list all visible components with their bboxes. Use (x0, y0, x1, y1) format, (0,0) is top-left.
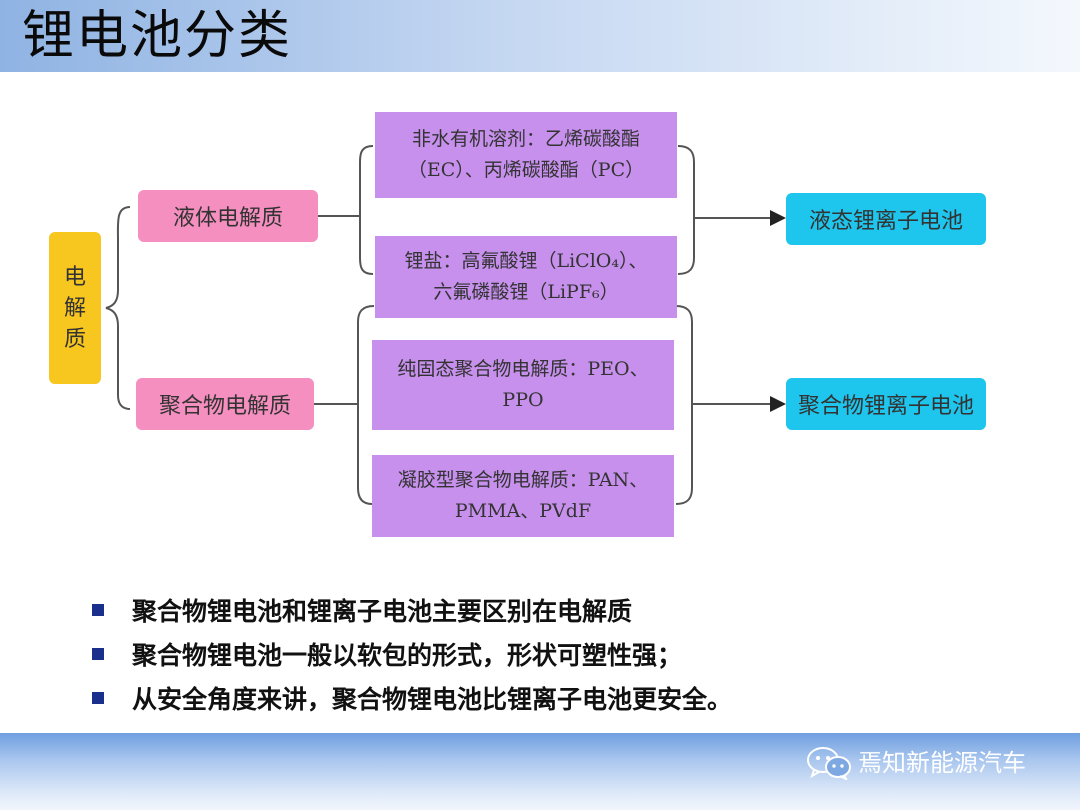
square-bullet-icon (92, 604, 104, 616)
solvent-box: 非水有机溶剂：乙烯碳酸酯 （EC）、丙烯碳酸酯（PC） (375, 112, 677, 198)
liquid-left-bracket (359, 145, 374, 275)
bullet-text: 聚合物锂电池和锂离子电池主要区别在电解质 (132, 597, 633, 626)
liquid-arrow-head (770, 210, 786, 226)
brand-label: 焉知新能源汽车 (858, 749, 1026, 777)
bullet-text: 聚合物锂电池一般以软包的形式，形状可塑性强； (132, 641, 683, 670)
polymer-right-bracket (675, 305, 693, 505)
salt-line-1: 锂盐：高氟酸锂（LiClO₄）、 (404, 250, 648, 272)
solvent-line-1: 非水有机溶剂：乙烯碳酸酯 (411, 128, 640, 150)
page-title: 锂电池分类 (22, 6, 293, 66)
electrolyte-root-box: 电 解 质 (49, 232, 101, 384)
polymer-arrow-head (770, 396, 786, 412)
list-item: 聚合物锂电池一般以软包的形式，形状可塑性强； (92, 632, 732, 676)
polymer-left-bracket (357, 305, 375, 505)
solid-polymer-box: 纯固态聚合物电解质：PEO、 PPO (372, 340, 674, 430)
bullet-text: 从安全角度来讲，聚合物锂电池比锂离子电池更安全。 (132, 685, 733, 714)
root-char-3: 质 (63, 326, 86, 352)
solid-line-1: 纯固态聚合物电解质：PEO、 (397, 358, 649, 380)
solvent-line-2: （EC）、丙烯碳酸酯（PC） (407, 159, 645, 181)
root-brace (105, 206, 131, 410)
wechat-icon (807, 747, 851, 780)
polymer-li-ion-box: 聚合物锂离子电池 (786, 378, 986, 430)
footer-bar (0, 733, 1080, 810)
gel-polymer-box: 凝胶型聚合物电解质：PAN、 PMMA、PVdF (372, 455, 674, 537)
list-item: 聚合物锂电池和锂离子电池主要区别在电解质 (92, 588, 732, 632)
bullet-list: 聚合物锂电池和锂离子电池主要区别在电解质 聚合物锂电池一般以软包的形式，形状可塑… (92, 588, 732, 720)
title-bar (0, 0, 1080, 72)
root-char-2: 解 (63, 295, 86, 321)
square-bullet-icon (92, 692, 104, 704)
gel-line-1: 凝胶型聚合物电解质：PAN、 (397, 469, 649, 491)
liquid-right-bracket (677, 145, 695, 275)
lithium-salt-box: 锂盐：高氟酸锂（LiClO₄）、 六氟磷酸锂（LiPF₆） (375, 236, 677, 318)
liquid-li-ion-box: 液态锂离子电池 (786, 193, 986, 245)
list-item: 从安全角度来讲，聚合物锂电池比锂离子电池更安全。 (92, 676, 732, 720)
salt-line-2: 六氟磷酸锂（LiPF₆） (433, 281, 619, 303)
square-bullet-icon (92, 648, 104, 660)
solid-line-2: PPO (502, 389, 544, 411)
gel-line-2: PMMA、PVdF (454, 500, 592, 522)
polymer-electrolyte-box: 聚合物电解质 (136, 378, 314, 430)
liquid-electrolyte-box: 液体电解质 (138, 190, 318, 242)
root-char-1: 电 (63, 264, 86, 290)
